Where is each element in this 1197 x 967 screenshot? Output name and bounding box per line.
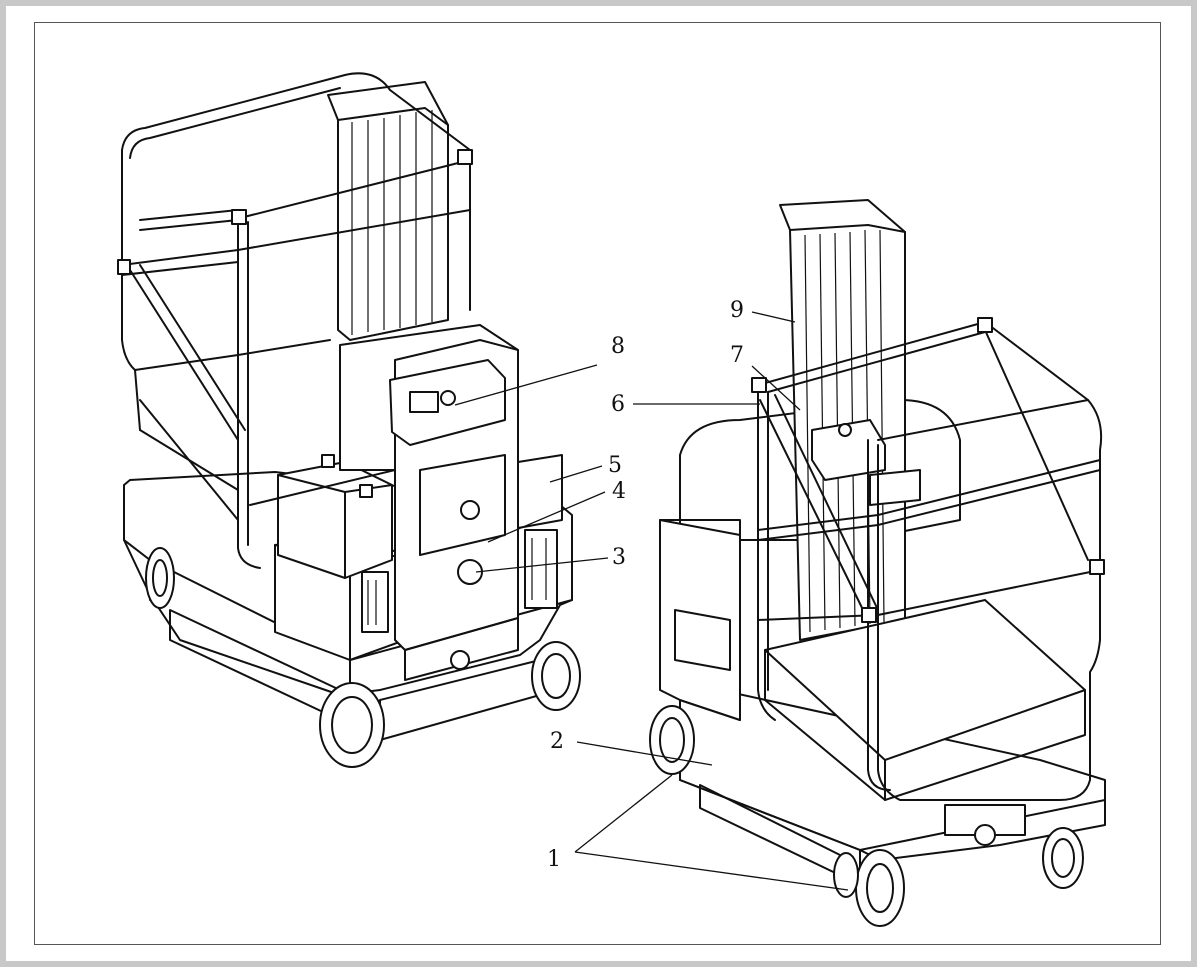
callout-3: 3: [612, 545, 626, 570]
right-lift: [649, 199, 1106, 927]
callout-1: 1: [547, 847, 561, 872]
callout-5: 5: [608, 453, 622, 478]
drawing-frame: [34, 22, 1161, 945]
right-platform: [764, 599, 1086, 801]
callout-6: 6: [611, 392, 625, 417]
left-guard-rail: [117, 72, 473, 569]
callouts: 1 2 3 4 5 6 7 8 9: [547, 298, 744, 872]
callout-9: 9: [730, 298, 744, 323]
callout-8: 8: [611, 334, 625, 359]
right-wheels: [649, 705, 1084, 927]
callout-4: 4: [612, 479, 626, 504]
right-guard-rail: [751, 317, 1105, 801]
callout-7: 7: [730, 343, 744, 368]
left-wheels: [145, 547, 581, 768]
left-tank: [277, 454, 393, 579]
right-mast: [779, 199, 906, 641]
left-side-bracket: [517, 454, 563, 609]
right-control-unit: [811, 419, 921, 506]
left-mast: [327, 81, 449, 341]
left-control-housing: [339, 324, 519, 681]
right-base: [679, 689, 1106, 891]
callout-2: 2: [550, 729, 564, 754]
left-lift: [117, 72, 581, 768]
leader-lines: [454, 311, 849, 891]
